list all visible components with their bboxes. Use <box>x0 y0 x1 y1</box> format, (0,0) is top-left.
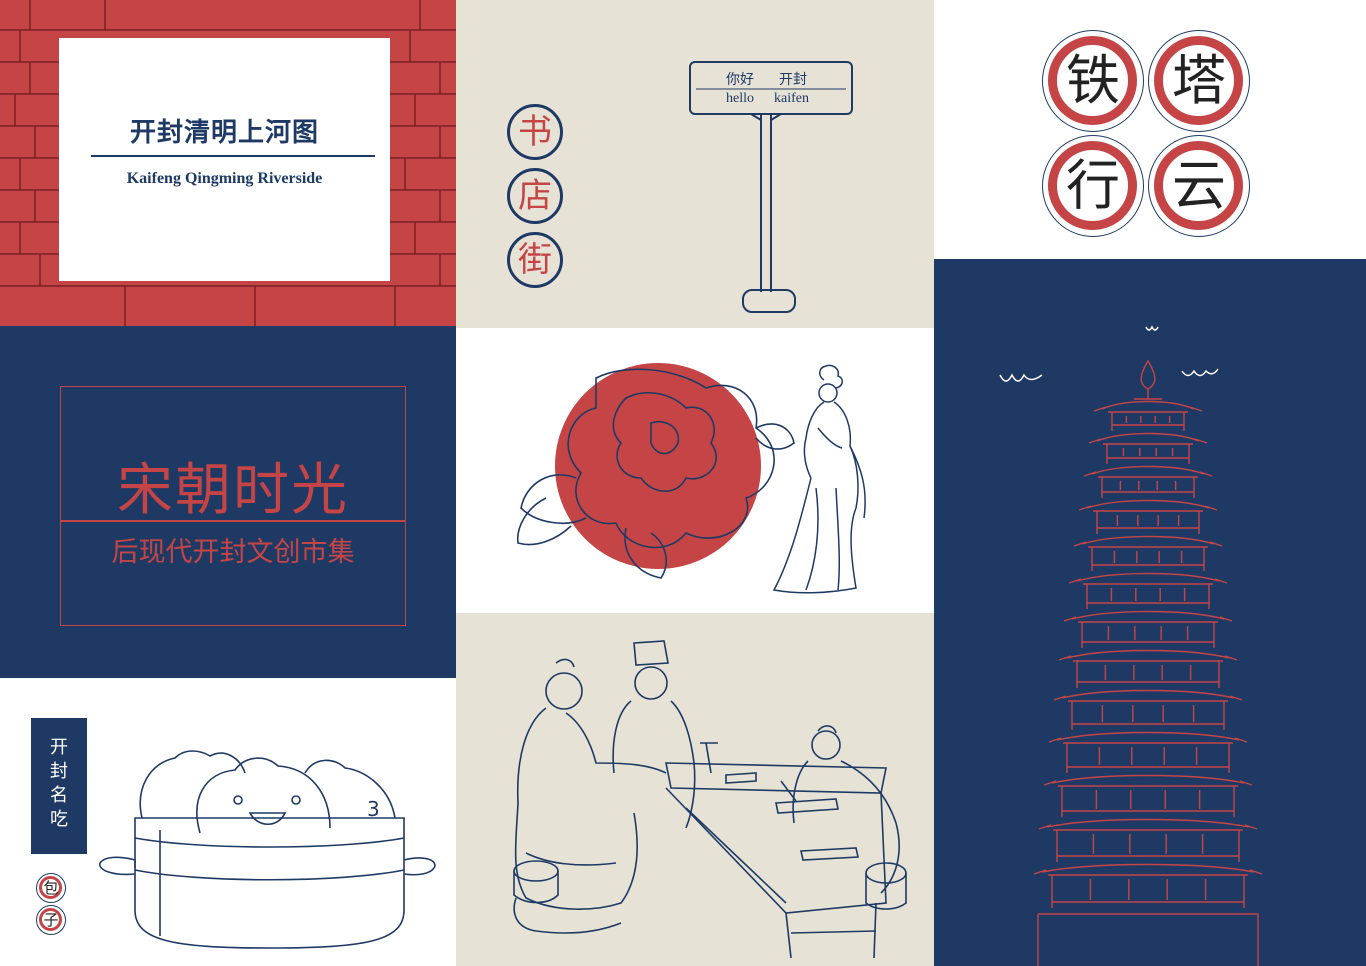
pagoda-tier <box>1093 406 1203 412</box>
peony-icon <box>517 368 795 579</box>
scholars-panel <box>456 613 934 966</box>
baozi-panel: 开 封 名 吃 包 子 3 <box>0 678 456 966</box>
face-wink-mark: 3 <box>367 797 380 821</box>
sign-text-kaifen: kaifen <box>774 91 809 106</box>
circle-ring <box>1154 36 1243 125</box>
pagoda-illustration <box>999 325 1263 966</box>
circle-char-tie: 铁 <box>1066 49 1120 112</box>
lady-figure <box>772 364 866 594</box>
pagoda-tier <box>1096 511 1200 534</box>
seal-shu: 书 <box>507 104 563 160</box>
pagoda-tier <box>1083 471 1213 477</box>
pagoda-tier <box>1046 818 1250 828</box>
pagoda-tier <box>1048 737 1248 743</box>
tag-char: 吃 <box>50 809 68 830</box>
pagoda-tier <box>1091 465 1205 475</box>
sign-text-nihao: 你好 <box>726 73 754 88</box>
pagoda-tier <box>1053 695 1243 701</box>
pagoda-tier <box>1088 438 1208 444</box>
title-chinese: 开封清明上河图 <box>129 118 319 148</box>
pagoda-tier <box>1051 774 1245 784</box>
circle-char-xing: 行 <box>1066 154 1120 217</box>
scholars-illustration <box>513 640 907 959</box>
pagoda-tier <box>1111 412 1185 431</box>
circle-tie: 铁 <box>1042 30 1144 132</box>
song-divider <box>61 520 405 522</box>
iron-pagoda-panel <box>934 259 1366 966</box>
title-english: Kaifeng Qingming Riverside <box>126 170 323 187</box>
pagoda-tier <box>1086 584 1210 609</box>
pagoda-tier <box>1063 616 1233 622</box>
pagoda-tier <box>1033 869 1263 875</box>
pagoda-tier <box>1101 477 1195 498</box>
pagoda-tier <box>1106 444 1190 464</box>
song-frame: 宋朝时光 后现代开封文创市集 <box>60 386 406 626</box>
pagoda-tier <box>1041 863 1255 873</box>
pagoda-tier <box>1056 830 1240 862</box>
pagoda-tier <box>1071 610 1225 620</box>
pagoda-tier <box>1061 786 1235 817</box>
pagoda-tier <box>1101 400 1195 410</box>
circle-ring <box>1048 141 1137 230</box>
pagoda-tier <box>1058 655 1238 661</box>
pagoda-tier <box>1081 622 1215 648</box>
pagoda-tier <box>1066 649 1230 659</box>
pagoda-tier <box>1061 689 1235 699</box>
pagoda-icon <box>1033 359 1263 966</box>
circle-xing: 行 <box>1042 135 1144 237</box>
pagoda-tier <box>1037 913 1259 966</box>
circle-char-ta: 塔 <box>1172 49 1226 112</box>
peony-panel <box>456 328 934 613</box>
seal-char-zi: 子 <box>43 911 59 929</box>
bird-icons <box>999 325 1219 382</box>
pagoda-tier <box>1140 359 1156 390</box>
title-card: 开封清明上河图 Kaifeng Qingming Riverside <box>59 38 390 281</box>
tieta-panel: 铁 塔 行 云 <box>934 0 1366 259</box>
peony-lady-illustration <box>517 363 866 594</box>
seal-dian: 店 <box>507 168 563 224</box>
circle-char-yun: 云 <box>1172 154 1226 217</box>
pagoda-tier <box>1073 541 1223 547</box>
title-divider <box>91 155 375 157</box>
pagoda-tier <box>1051 875 1245 908</box>
tag-char: 开 <box>50 737 68 758</box>
pagoda-tier <box>1066 743 1230 773</box>
tag-char: 封 <box>50 761 68 782</box>
seal-char-bao: 包 <box>43 879 59 897</box>
pagoda-tier <box>1071 701 1225 730</box>
circle-ring <box>1048 36 1137 125</box>
pagoda-tier <box>1081 535 1215 545</box>
sign-text-hello: hello <box>726 91 754 106</box>
song-dynasty-panel: 宋朝时光 后现代开封文创市集 <box>0 326 456 678</box>
brick-wall-panel: 开封清明上河图 Kaifeng Qingming Riverside <box>0 0 456 326</box>
seal-bao: 包 <box>36 873 66 903</box>
pagoda-tier <box>1086 499 1210 509</box>
pagoda-tier <box>1038 824 1258 830</box>
seal-ring <box>39 876 62 899</box>
circle-ta: 塔 <box>1148 30 1250 132</box>
circle-ring <box>1154 141 1243 230</box>
pagoda-tier <box>1068 578 1228 584</box>
tag-char: 名 <box>50 785 68 806</box>
pagoda-tier <box>1043 780 1253 786</box>
bookstore-panel: 书 店 街 你好 开封 hello kaifen <box>456 0 934 328</box>
song-title: 宋朝时光 <box>117 458 349 523</box>
steamer-baozi-illustration: 3 <box>99 750 436 949</box>
pagoda-tier <box>1091 547 1205 571</box>
pagoda-tier <box>1076 572 1220 582</box>
song-subtitle: 后现代开封文创市集 <box>111 537 355 568</box>
circle-yun: 云 <box>1148 135 1250 237</box>
pagoda-tier <box>1056 731 1240 741</box>
pagoda-tier <box>1078 505 1218 511</box>
pagoda-tier <box>1076 661 1220 688</box>
seal-zi: 子 <box>36 905 66 935</box>
vertical-tag: 开 封 名 吃 <box>31 718 87 854</box>
signpost-drawing <box>689 61 853 313</box>
seal-jie: 街 <box>507 232 563 288</box>
seal-ring <box>39 908 62 931</box>
sign-text-kaifeng: 开封 <box>779 73 807 88</box>
pagoda-tier <box>1096 432 1200 442</box>
pagoda-tier <box>1134 389 1162 400</box>
